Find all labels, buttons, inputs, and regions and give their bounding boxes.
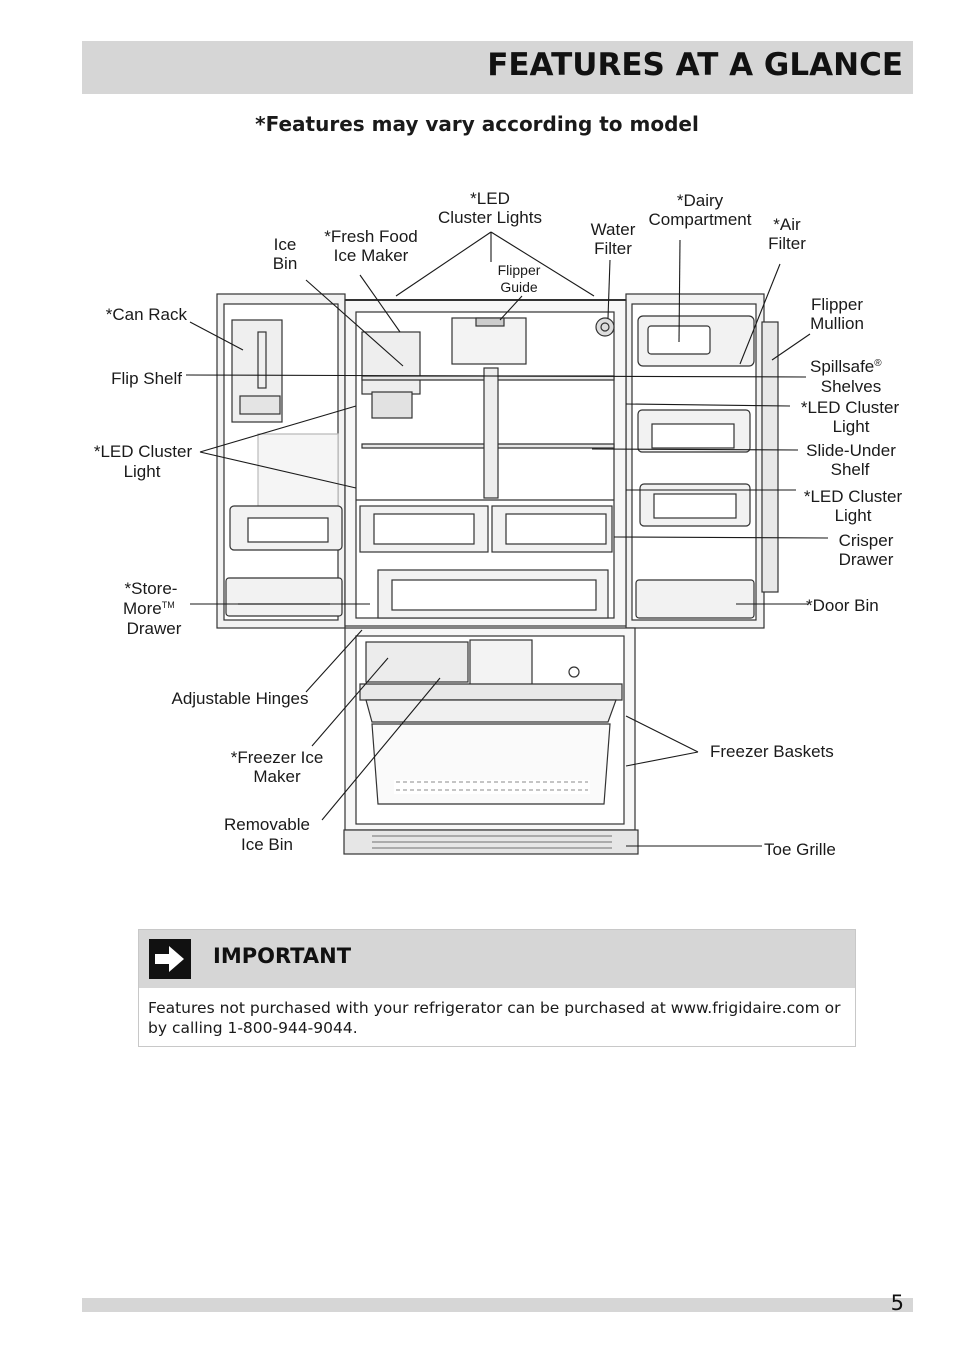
label-adjustable-hinges: Adjustable Hinges bbox=[171, 689, 308, 708]
leader-lines bbox=[185, 231, 829, 847]
label-slide-under-shelf-line2: Shelf bbox=[831, 460, 870, 479]
label-removable-ice-bin-line2: Ice Bin bbox=[241, 835, 293, 854]
refrigerator-illustration bbox=[216, 293, 779, 855]
label-freezer-baskets: Freezer Baskets bbox=[710, 742, 834, 761]
label-led-cluster-light-right1-line1: *LED Cluster bbox=[801, 398, 900, 417]
important-title: IMPORTANT bbox=[213, 944, 352, 968]
label-flipper-guide-line2: Guide bbox=[500, 279, 538, 295]
label-spillsafe-registered: ® bbox=[874, 358, 882, 369]
label-store-more-drawer-line3: Drawer bbox=[127, 619, 182, 638]
label-led-cluster-lights-line1: *LED bbox=[470, 189, 510, 208]
label-water-filter-line1: Water bbox=[591, 220, 636, 239]
label-fresh-food-ice-maker-line1: *Fresh Food bbox=[324, 227, 418, 246]
fresh-food-compartment bbox=[344, 299, 627, 627]
right-door bbox=[625, 293, 779, 629]
label-ice-bin-line2: Bin bbox=[273, 254, 298, 273]
label-led-cluster-light-left-line1: *LED Cluster bbox=[94, 442, 193, 461]
page-title: FEATURES AT A GLANCE bbox=[487, 47, 903, 83]
label-door-bin: *Door Bin bbox=[806, 596, 879, 615]
label-air-filter-line1: *Air bbox=[773, 215, 801, 234]
label-ice-bin-line1: Ice bbox=[274, 235, 297, 254]
important-header: IMPORTANT bbox=[139, 930, 855, 988]
arrow-right-icon bbox=[149, 939, 191, 979]
toe-grille-illustration bbox=[343, 829, 639, 855]
label-spillsafe-shelves-line1: Spillsafe® bbox=[810, 357, 882, 376]
callout-labels: *LED Cluster Lights *Dairy Compartment W… bbox=[94, 189, 903, 859]
footer-bar bbox=[82, 1298, 913, 1312]
label-crisper-drawer-line1: Crisper bbox=[839, 531, 894, 550]
left-door bbox=[216, 293, 346, 629]
freezer-compartment bbox=[344, 627, 636, 831]
label-store-more: More bbox=[123, 599, 162, 618]
label-led-cluster-light-right1-line2: Light bbox=[833, 417, 870, 436]
label-toe-grille: Toe Grille bbox=[764, 840, 836, 859]
header-bar: FEATURES AT A GLANCE bbox=[82, 41, 913, 94]
label-dairy-compartment-line2: Compartment bbox=[649, 210, 752, 229]
basket-vents bbox=[394, 780, 590, 794]
page-number: 5 bbox=[890, 1291, 904, 1315]
label-led-cluster-light-right2-line2: Light bbox=[835, 506, 872, 525]
label-flipper-mullion-line2: Mullion bbox=[810, 314, 864, 333]
label-spillsafe-shelves-line2: Shelves bbox=[821, 377, 881, 396]
label-led-cluster-lights-line2: Cluster Lights bbox=[438, 208, 542, 227]
label-store-more-tm: TM bbox=[162, 600, 175, 610]
label-fresh-food-ice-maker-line2: Ice Maker bbox=[334, 246, 409, 265]
label-slide-under-shelf-line1: Slide-Under bbox=[806, 441, 896, 460]
label-dairy-compartment-line1: *Dairy bbox=[677, 191, 724, 210]
label-flipper-mullion-line1: Flipper bbox=[811, 295, 863, 314]
important-notice: IMPORTANT Features not purchased with yo… bbox=[138, 929, 856, 1047]
important-text: Features not purchased with your refrige… bbox=[148, 999, 841, 1037]
label-removable-ice-bin-line1: Removable bbox=[224, 815, 310, 834]
label-spillsafe: Spillsafe bbox=[810, 357, 874, 376]
label-led-cluster-light-right2-line1: *LED Cluster bbox=[804, 487, 903, 506]
label-freezer-ice-maker-line2: Maker bbox=[253, 767, 301, 786]
label-water-filter-line2: Filter bbox=[594, 239, 632, 258]
label-can-rack: *Can Rack bbox=[106, 305, 188, 324]
label-led-cluster-light-left-line2: Light bbox=[124, 462, 161, 481]
label-store-more-drawer-line2: MoreTM bbox=[123, 599, 175, 618]
label-store-more-drawer-line1: *Store- bbox=[125, 579, 178, 598]
label-flip-shelf: Flip Shelf bbox=[111, 369, 182, 388]
label-air-filter-line2: Filter bbox=[768, 234, 806, 253]
label-crisper-drawer-line2: Drawer bbox=[839, 550, 894, 569]
label-flipper-guide-line1: Flipper bbox=[498, 262, 541, 278]
label-freezer-ice-maker-line1: *Freezer Ice bbox=[231, 748, 324, 767]
page-subtitle: *Features may vary according to model bbox=[255, 112, 699, 136]
